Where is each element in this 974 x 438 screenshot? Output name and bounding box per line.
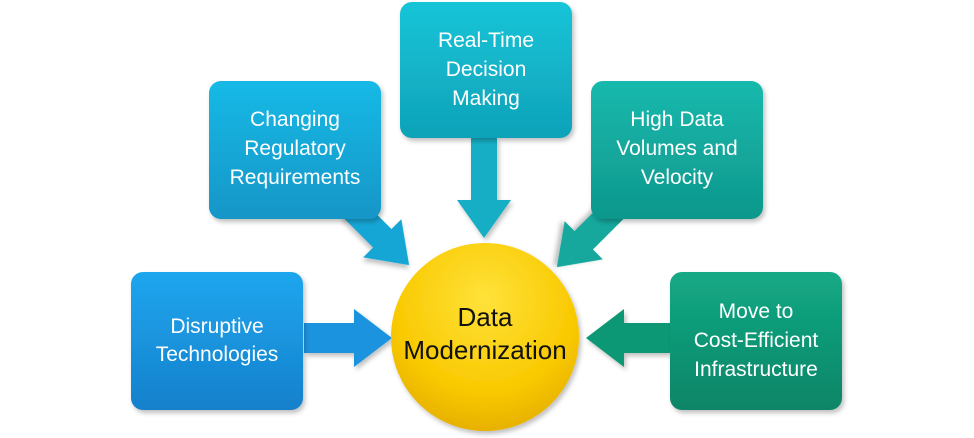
driver-label-line: Disruptive (170, 315, 263, 338)
driver-box-realtime: Real-Time Decision Making (400, 2, 572, 138)
driver-box-infrastructure: Move to Cost-Efficient Infrastructure (670, 272, 842, 410)
center-node: Data Modernization (391, 243, 579, 431)
arrow-from-disruptive (304, 309, 392, 367)
driver-label-line: Infrastructure (694, 358, 818, 381)
driver-label-line: Real-Time (438, 29, 534, 52)
arrow-from-infrastructure (586, 309, 670, 367)
arrows (304, 138, 670, 367)
driver-label-line: Requirements (230, 166, 361, 189)
driver-label-line: Changing (250, 108, 340, 131)
driver-label-line: Volumes and (616, 137, 737, 160)
center-title-line1: Data (458, 302, 513, 332)
arrow-from-realtime (457, 138, 511, 238)
driver-label-line: High Data (630, 108, 724, 131)
driver-label-line: Velocity (641, 166, 714, 189)
driver-label-line: Move to (719, 300, 794, 323)
driver-label-line: Making (452, 87, 520, 110)
driver-box-volumes: High Data Volumes and Velocity (591, 81, 763, 219)
driver-label-line: Cost-Efficient (694, 329, 819, 352)
driver-label-line: Decision (446, 58, 527, 81)
driver-label-line: Regulatory (244, 137, 346, 160)
driver-box-disruptive: Disruptive Technologies (131, 272, 303, 410)
driver-label-line: Technologies (156, 343, 279, 366)
center-title-line2: Modernization (403, 335, 566, 365)
driver-box-regulatory: Changing Regulatory Requirements (209, 81, 381, 219)
